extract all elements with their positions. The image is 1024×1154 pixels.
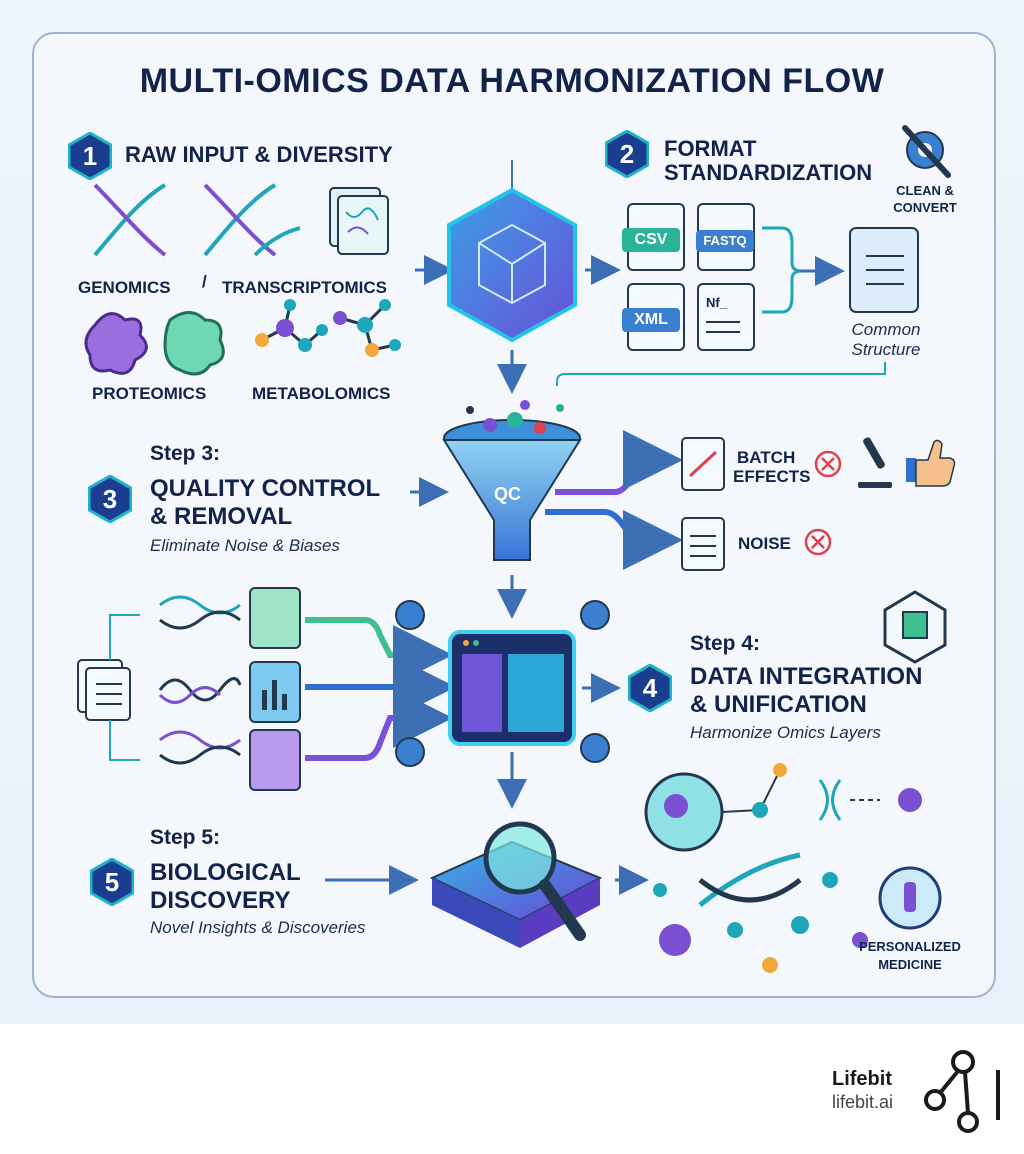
batch-effects-label-line1: BATCH xyxy=(737,448,796,467)
step3-heading-line1: QUALITY CONTROL xyxy=(150,475,381,502)
step4-heading-line2: & UNIFICATION xyxy=(690,691,867,718)
step2-heading-line1: FORMAT xyxy=(664,136,757,161)
step5-label: Step 5: xyxy=(150,826,221,849)
proteomics-label: PROTEOMICS xyxy=(92,384,207,403)
magnifying-glass-platform-icon xyxy=(429,821,603,948)
protein-blob-icons xyxy=(84,311,225,376)
step1-badge: 1 xyxy=(68,132,112,180)
xml-file-label: XML xyxy=(634,311,668,328)
common-structure-document-icon xyxy=(849,227,919,313)
hex-cube-icon xyxy=(447,160,577,343)
step3-heading-line2: & REMOVAL xyxy=(150,503,293,530)
dna-strand-icons xyxy=(158,595,242,765)
common-structure-label-line1: Common xyxy=(851,320,921,339)
label-separator: / xyxy=(202,272,207,291)
qc-funnel-icon xyxy=(442,400,582,561)
integration-cube-icon xyxy=(883,590,947,664)
personalized-medicine-label-line2: MEDICINE xyxy=(878,957,942,972)
lifebit-logo-icon xyxy=(924,1050,1000,1133)
page-title: MULTI-OMICS DATA HARMONIZATION FLOW xyxy=(139,62,885,100)
data-table-window-icon xyxy=(448,630,576,746)
noise-x-icon xyxy=(804,528,832,556)
noise-document-icon xyxy=(681,517,725,571)
step2-heading-line2: STANDARDIZATION xyxy=(664,160,873,185)
transcriptomics-label: TRANSCRIPTOMICS xyxy=(222,278,387,297)
data-file-icons xyxy=(249,587,301,791)
gear-icons xyxy=(395,600,610,767)
step4-label: Step 4: xyxy=(690,632,761,655)
step5-heading-line1: BIOLOGICAL xyxy=(150,859,301,886)
step2-badge: 2 xyxy=(605,130,649,178)
batch-effects-x-icon xyxy=(814,450,842,478)
step4-heading-line1: DATA INTEGRATION xyxy=(690,663,923,690)
batch-effects-label-line2: EFFECTS xyxy=(733,467,811,486)
csv-file-label: CSV xyxy=(634,231,668,248)
step5-subtitle: Novel Insights & Discoveries xyxy=(150,918,366,937)
clean-convert-label-line2: CONVERT xyxy=(893,200,957,215)
fastq-file-label: FASTQ xyxy=(703,233,747,248)
common-structure-label-line2: Structure xyxy=(851,340,921,359)
personalized-medicine-icon xyxy=(878,866,942,930)
qc-funnel-label: QC xyxy=(494,484,521,504)
clean-convert-label-line1: CLEAN & xyxy=(896,183,954,198)
step4-subtitle: Harmonize Omics Layers xyxy=(690,723,881,742)
step3-label: Step 3: xyxy=(150,442,221,465)
step5-badge: 5 xyxy=(90,858,134,906)
step4-badge: 4 xyxy=(628,664,672,712)
step3-badge: 3 xyxy=(88,475,132,523)
brand-url[interactable]: lifebit.ai xyxy=(832,1092,894,1112)
file-icons xyxy=(622,203,755,351)
batch-effects-document-icon xyxy=(681,437,725,491)
thumbs-up-icon xyxy=(906,439,956,487)
step1-heading: RAW INPUT & DIVERSITY xyxy=(125,142,393,167)
genomics-dna-icon xyxy=(93,183,301,257)
gear-wrench-icon xyxy=(902,125,951,178)
metabolite-molecule-icons xyxy=(255,299,401,357)
personalized-medicine-label-line1: PERSONALIZED xyxy=(859,939,961,954)
cell-network-icons xyxy=(644,763,922,973)
genomics-label: GENOMICS xyxy=(78,278,171,297)
microscope-icon xyxy=(858,437,892,488)
step5-heading-line2: DISCOVERY xyxy=(150,887,291,914)
step3-subtitle: Eliminate Noise & Biases xyxy=(150,536,340,555)
brand-name: Lifebit xyxy=(832,1068,892,1090)
stacked-documents-icon xyxy=(77,659,131,721)
metabolomics-label: METABOLOMICS xyxy=(252,384,391,403)
document-stack-icon xyxy=(329,187,389,255)
other-file-label: Nf_ xyxy=(706,295,727,310)
noise-label: NOISE xyxy=(738,534,791,553)
